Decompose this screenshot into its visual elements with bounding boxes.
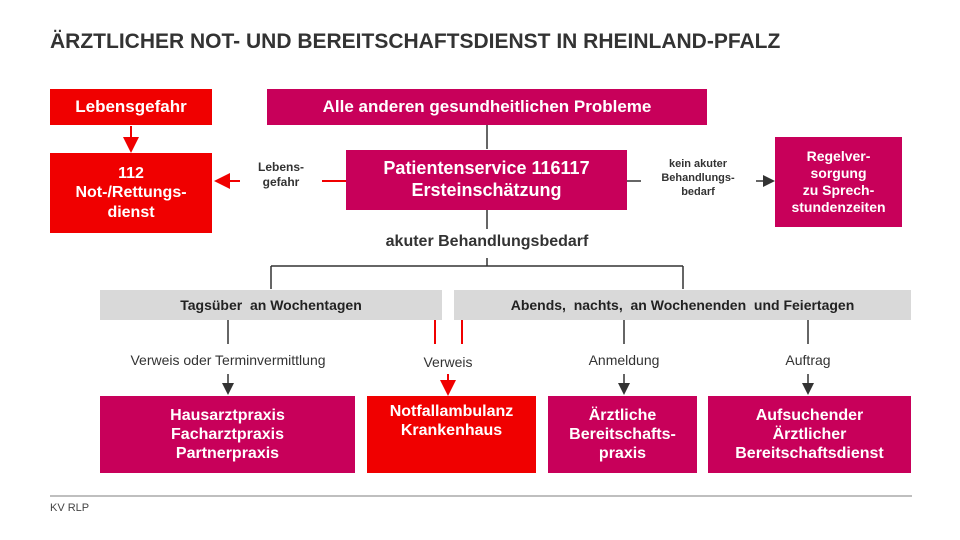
bar-abends-nachts: Abends, nachts, an Wochenenden und Feier… xyxy=(454,290,911,320)
node-bereitschaftspraxis: Ärztliche Bereitschafts- praxis xyxy=(548,396,697,473)
node-112-notdienst: 112 Not-/Rettungs- dienst xyxy=(50,153,212,233)
footer-divider xyxy=(50,495,912,497)
label-verweis: Verweis xyxy=(423,354,473,370)
label-verweis-oder-terminvermittlung: Verweis oder Terminvermittlung xyxy=(130,352,326,368)
node-patientenservice-116117: Patientenservice 116117 Ersteinschätzung xyxy=(346,150,627,210)
node-regelversorgung: Regelver- sorgung zu Sprech- stundenzeit… xyxy=(775,137,902,227)
footer-source: KV RLP xyxy=(50,502,90,514)
label-akuter-behandlungsbedarf: akuter Behandlungsbedarf xyxy=(385,233,589,250)
node-aufsuchender-bereitschaftsdienst: Aufsuchender Ärztlicher Bereitschaftsdie… xyxy=(708,396,911,473)
node-lebensgefahr: Lebensgefahr xyxy=(50,89,212,125)
label-lebensgefahr-side: Lebens- gefahr xyxy=(257,160,304,189)
label-anmeldung: Anmeldung xyxy=(588,352,660,368)
bar-tagsueber: Tagsüber an Wochentagen xyxy=(100,290,442,320)
label-auftrag: Auftrag xyxy=(785,352,831,368)
label-kein-akuter-behandlungsbedarf: kein akuter Behandlungs- bedarf xyxy=(661,158,735,198)
node-alle-anderen-probleme: Alle anderen gesundheitlichen Probleme xyxy=(267,89,707,125)
page-title: ÄRZTLICHER NOT- UND BEREITSCHAFTSDIENST … xyxy=(50,30,781,53)
node-hausarztpraxis: Hausarztpraxis Facharztpraxis Partnerpra… xyxy=(100,396,355,473)
node-notfallambulanz: Notfallambulanz Krankenhaus xyxy=(367,396,536,473)
